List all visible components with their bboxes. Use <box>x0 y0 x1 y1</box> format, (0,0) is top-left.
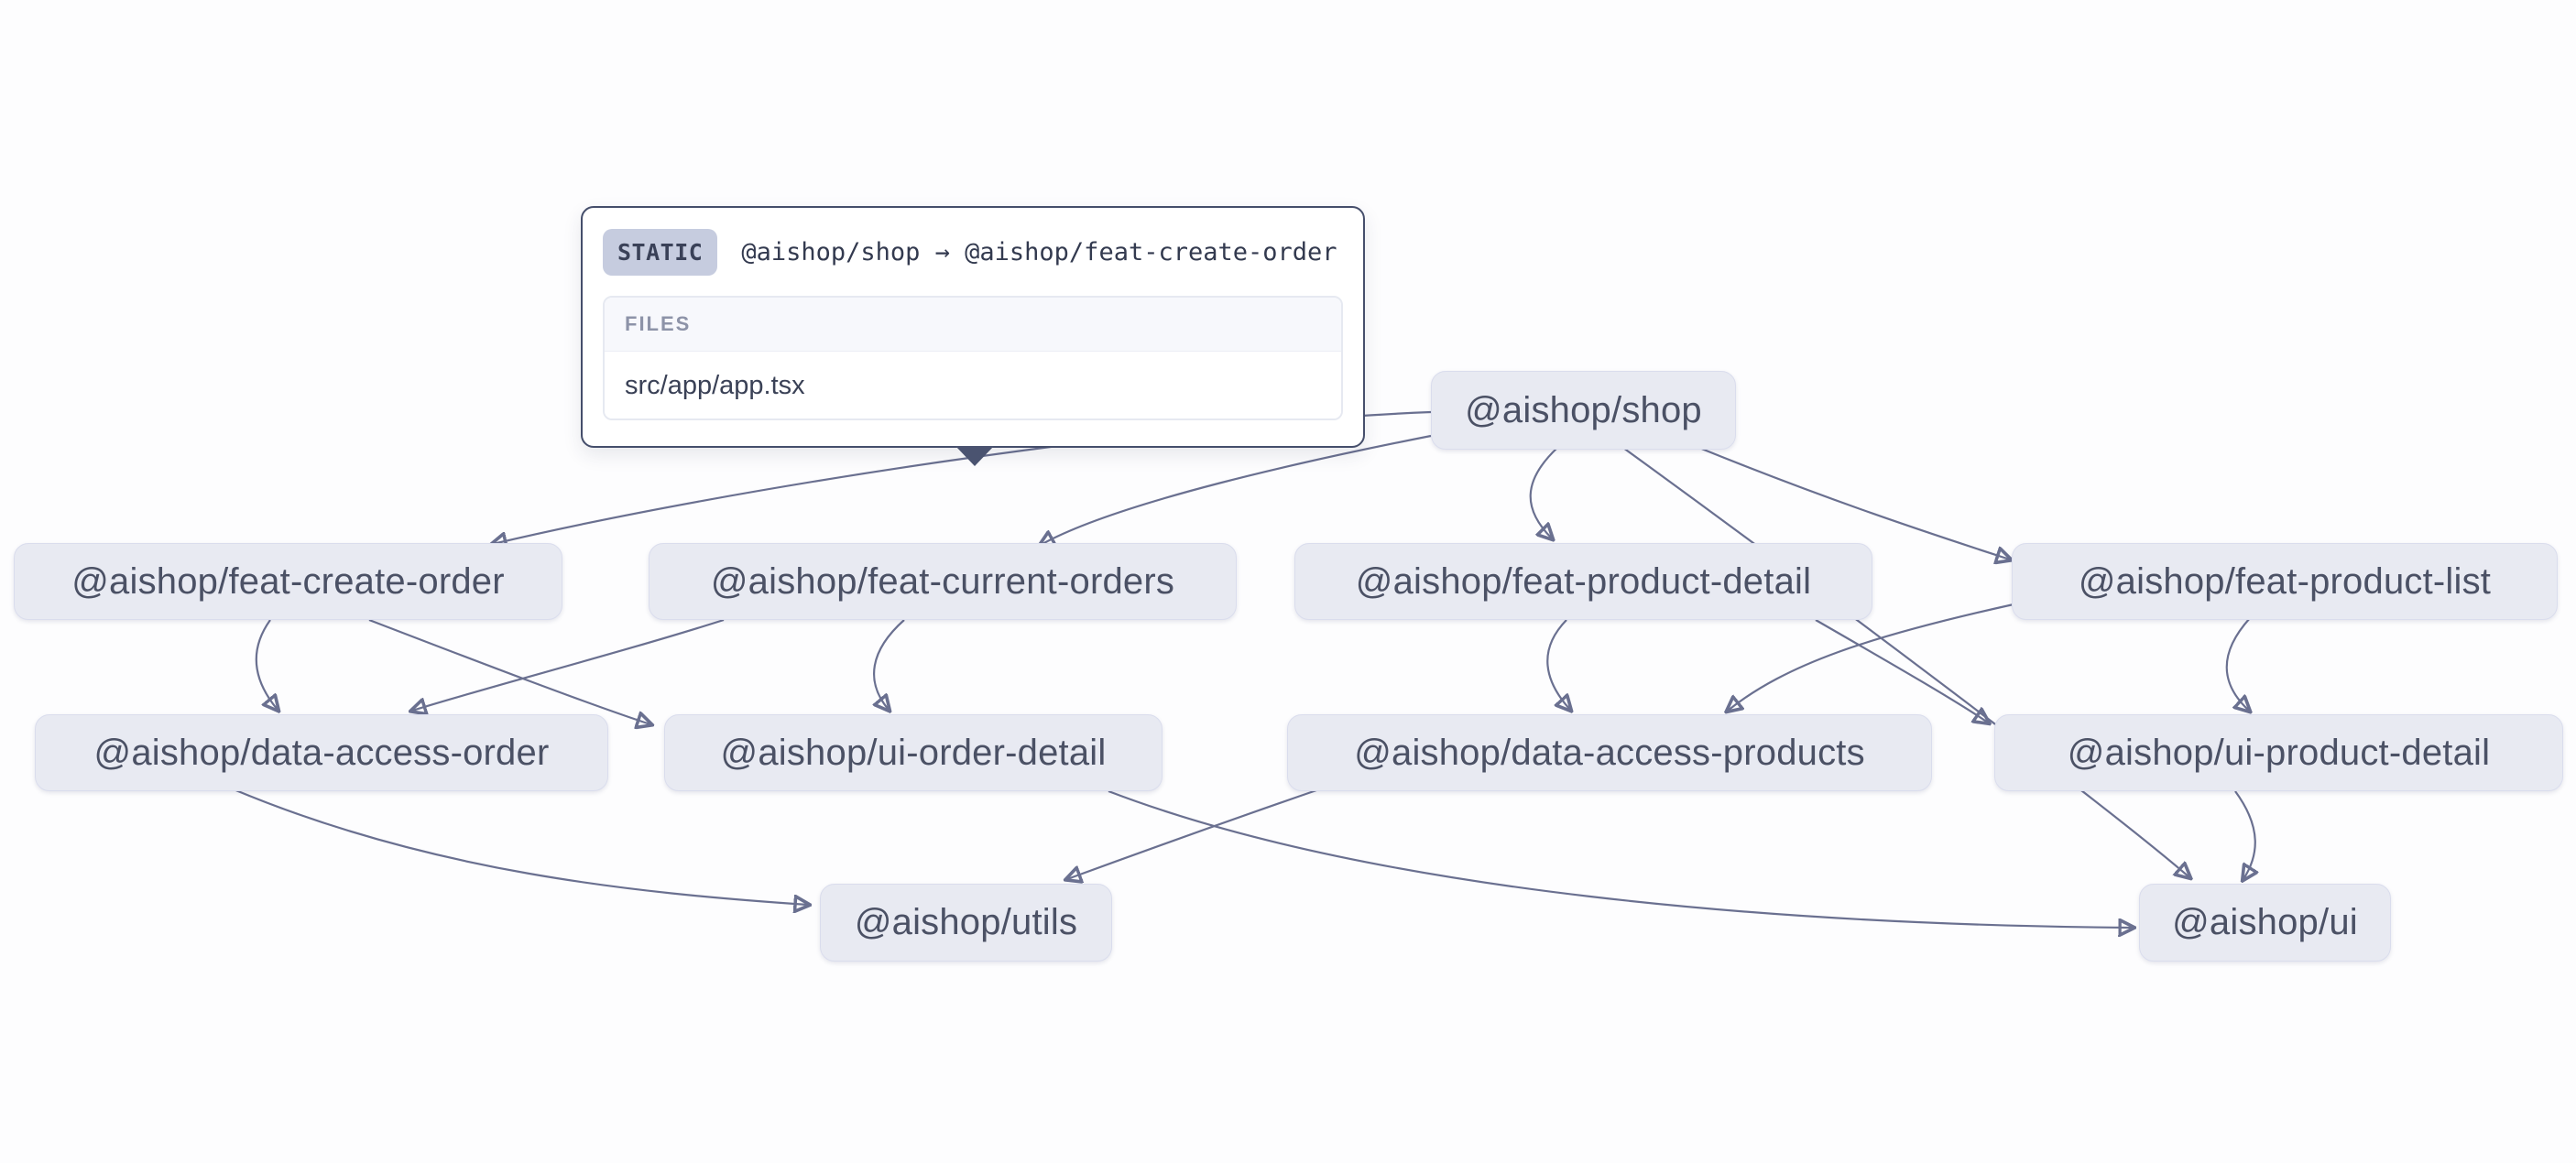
node-feat-create-order-label: @aishop/feat-create-order <box>71 560 505 602</box>
node-feat-product-list-label: @aishop/feat-product-list <box>2078 560 2492 602</box>
file-row: src/app/app.tsx <box>605 352 1341 418</box>
edge-feat-product-detail-ui-product-detail[interactable] <box>1815 619 1988 723</box>
edge-tooltip-files-box: FILES src/app/app.tsx <box>603 296 1343 420</box>
edge-tooltip-title: @aishop/shop → @aishop/feat-create-order <box>741 237 1337 266</box>
node-data-access-order[interactable]: @aishop/data-access-order <box>35 714 608 791</box>
node-utils-label: @aishop/utils <box>854 902 1078 942</box>
node-feat-product-detail[interactable]: @aishop/feat-product-detail <box>1294 543 1872 620</box>
edge-feat-product-list-data-access-products[interactable] <box>1728 603 2014 711</box>
node-shop-label: @aishop/shop <box>1465 389 1702 430</box>
node-ui-label: @aishop/ui <box>2172 902 2358 942</box>
node-data-access-products-label: @aishop/data-access-products <box>1354 732 1865 773</box>
edge-shop-feat-product-list[interactable] <box>1698 446 2010 560</box>
node-data-access-order-label: @aishop/data-access-order <box>93 732 550 773</box>
edge-ui-order-detail-ui[interactable] <box>1108 789 2133 928</box>
edge-data-access-products-utils[interactable] <box>1067 788 1320 879</box>
edge-tooltip-files-header: FILES <box>605 298 1341 352</box>
edge-shop-feat-current-orders[interactable] <box>1041 434 1432 545</box>
node-feat-current-orders[interactable]: @aishop/feat-current-orders <box>649 543 1237 620</box>
node-feat-product-detail-label: @aishop/feat-product-detail <box>1355 560 1812 602</box>
node-ui-order-detail-label: @aishop/ui-order-detail <box>720 732 1107 773</box>
edge-feat-product-detail-data-access-products[interactable] <box>1546 619 1570 710</box>
files-section-label: FILES <box>625 312 692 335</box>
edge-shop-ui[interactable] <box>1622 447 2189 877</box>
node-utils[interactable]: @aishop/utils <box>820 884 1112 962</box>
node-data-access-products[interactable]: @aishop/data-access-products <box>1287 714 1932 791</box>
node-ui-order-detail[interactable]: @aishop/ui-order-detail <box>664 714 1162 791</box>
tooltip-pointer-icon <box>955 446 994 466</box>
edge-feat-product-list-ui-product-detail[interactable] <box>2225 617 2250 711</box>
node-feat-create-order[interactable]: @aishop/feat-create-order <box>14 543 562 620</box>
node-ui-product-detail-label: @aishop/ui-product-detail <box>2067 732 2491 773</box>
node-ui[interactable]: @aishop/ui <box>2139 884 2391 962</box>
node-feat-current-orders-label: @aishop/feat-current-orders <box>710 560 1175 602</box>
edge-type-badge: STATIC <box>603 228 718 276</box>
edge-shop-feat-product-detail[interactable] <box>1529 447 1558 538</box>
file-name: src/app/app.tsx <box>625 370 805 400</box>
edge-data-access-order-utils[interactable] <box>233 788 808 905</box>
node-shop[interactable]: @aishop/shop <box>1431 371 1736 450</box>
node-ui-product-detail[interactable]: @aishop/ui-product-detail <box>1994 714 2563 791</box>
edge-feat-create-order-data-access-order[interactable] <box>255 619 278 710</box>
node-feat-product-list[interactable]: @aishop/feat-product-list <box>2012 543 2558 620</box>
edge-ui-product-detail-ui[interactable] <box>2234 790 2255 879</box>
edge-tooltip: STATIC @aishop/shop → @aishop/feat-creat… <box>581 206 1365 466</box>
edge-feat-current-orders-ui-order-detail[interactable] <box>874 619 905 710</box>
edge-feat-current-orders-data-access-order[interactable] <box>412 618 725 711</box>
edge-feat-create-order-ui-order-detail[interactable] <box>368 618 650 724</box>
edge-tooltip-header: STATIC @aishop/shop → @aishop/feat-creat… <box>603 208 1343 296</box>
